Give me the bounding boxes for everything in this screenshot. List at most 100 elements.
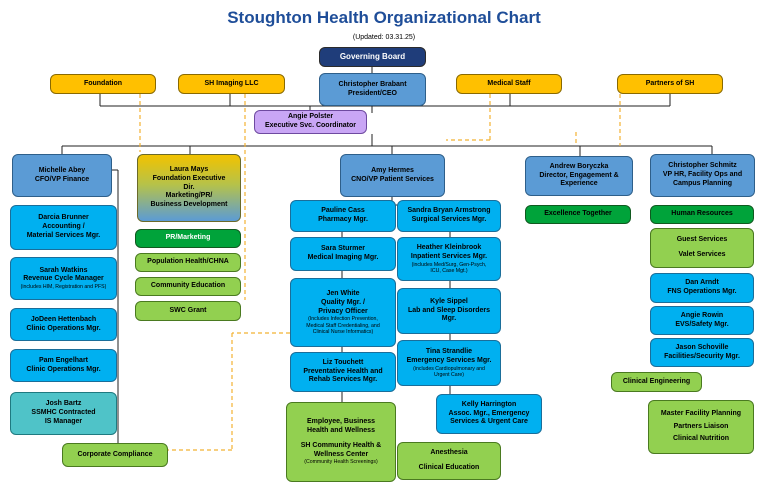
jason-title: Facilities/Security Mgr.: [664, 352, 740, 360]
jen-box: Jen White Quality Mgr. / Privacy Officer…: [290, 278, 396, 347]
corporate-compliance-box: Corporate Compliance: [62, 443, 168, 467]
pauline-box: Pauline Cass Pharmacy Mgr.: [290, 200, 396, 232]
clinical-education-label: Clinical Education: [418, 464, 480, 471]
exec-coordinator-box: Angie Polster Executive Svc. Coordinator: [254, 110, 367, 134]
heather-box: Heather Kleinbrook Inpatient Services Mg…: [397, 237, 501, 281]
kyle-box: Kyle Sippel Lab and Sleep Disorders Mgr.: [397, 288, 501, 334]
sara-title: Medical Imaging Mgr.: [307, 254, 379, 261]
sarah-title: Revenue Cycle Manager: [23, 275, 104, 283]
andrew-title-2: Experience: [560, 180, 598, 188]
wellness-box: Employee, Business Health and Wellness S…: [286, 402, 396, 482]
darcia-title-1: Accounting /: [42, 223, 85, 231]
darcia-name: Darcia Brunner: [38, 214, 89, 222]
kelly-name: Kelly Harrington: [461, 400, 517, 408]
jen-note-3: Clinical Nurse Informatics): [312, 328, 374, 335]
kelly-title-2: Services & Urgent Care: [450, 418, 528, 426]
angie-rowin-box: Angie Rowin EVS/Safety Mgr.: [650, 306, 754, 335]
laura-mays-box: Laura Mays Foundation Executive Dir. Mar…: [137, 154, 241, 222]
exec-coordinator-name: Angie Polster: [287, 113, 334, 121]
kelly-title-1: Assoc. Mgr., Emergency: [448, 409, 530, 417]
swc-grant-label: SWC Grant: [169, 306, 207, 314]
sara-box: Sara Sturmer Medical Imaging Mgr.: [290, 237, 396, 271]
cfo-box: Michelle Abey CFO/VP Finance: [12, 154, 112, 197]
excellence-together-label: Excellence Together: [544, 210, 612, 218]
population-health-label: Population Health/CHNA: [147, 258, 229, 266]
cfo-name: Michelle Abey: [38, 166, 86, 174]
tina-box: Tina Strandlie Emergency Services Mgr. (…: [397, 340, 501, 386]
jason-name: Jason Schoville: [675, 343, 729, 351]
sarah-note: (includes HIM, Registration and PFS): [20, 284, 107, 291]
jen-title-2: Privacy Officer: [318, 307, 368, 315]
partners-box: Partners of SH: [617, 74, 723, 94]
heather-note-2: ICU, Case Mgt.): [430, 267, 468, 274]
angie-rowin-name: Angie Rowin: [680, 311, 724, 319]
excellence-together-box: Excellence Together: [525, 205, 631, 224]
sara-name: Sara Sturmer: [321, 245, 365, 253]
medical-staff-box: Medical Staff: [456, 74, 562, 94]
josh-title-2: IS Manager: [44, 417, 83, 425]
wellness-line-2: Health and Wellness: [307, 427, 375, 435]
jason-box: Jason Schoville Facilities/Security Mgr.: [650, 338, 754, 367]
jodeen-title: Clinic Operations Mgr.: [26, 324, 101, 332]
josh-box: Josh Bartz SSMHC Contracted IS Manager: [10, 392, 117, 435]
sarah-box: Sarah Watkins Revenue Cycle Manager (inc…: [10, 257, 117, 300]
andrew-title-1: Director, Engagement &: [539, 171, 619, 179]
human-resources-label: Human Resources: [671, 210, 733, 218]
tina-name: Tina Strandlie: [425, 348, 473, 356]
dan-box: Dan Arndt FNS Operations Mgr.: [650, 273, 754, 303]
josh-title-1: SSMHC Contracted: [31, 409, 96, 417]
master-facility-label: Master Facility Planning: [660, 409, 742, 417]
wellness-line-4: Wellness Center: [313, 450, 369, 458]
schmitz-name: Christopher Schmitz: [668, 162, 737, 170]
clinical-nutrition-label: Clinical Nutrition: [673, 435, 729, 443]
tina-note-1: (includes Cardiopulmonary and: [413, 365, 485, 372]
page-title: Stoughton Health Organizational Chart: [227, 8, 541, 27]
sh-imaging-box: SH Imaging LLC: [178, 74, 285, 94]
pam-name: Pam Engelhart: [38, 356, 88, 364]
guest-services-label: Guest Services: [676, 236, 728, 244]
medical-staff-label: Medical Staff: [487, 79, 531, 87]
cno-name: Amy Hermes: [371, 166, 414, 174]
dan-title: FNS Operations Mgr.: [667, 288, 737, 295]
master-facility-box: Master Facility Planning Partners Liaiso…: [648, 400, 754, 454]
heather-name: Heather Kleinbrook: [416, 244, 482, 252]
ceo-title: President/CEO: [347, 89, 397, 97]
kyle-title-2: Mgr.: [441, 315, 457, 323]
pam-box: Pam Engelhart Clinic Operations Mgr.: [10, 349, 117, 382]
wellness-note: (Community Health Screenings): [304, 459, 378, 466]
laura-title-2: Dir.: [183, 183, 195, 191]
pauline-name: Pauline Cass: [321, 207, 365, 215]
jen-note-2: Medical Staff Credentialing, and: [306, 322, 380, 329]
cfo-title: CFO/VP Finance: [34, 175, 90, 183]
cno-box: Amy Hermes CNO/VP Patient Services: [340, 154, 445, 197]
pr-marketing-box: PR/Marketing: [135, 229, 241, 248]
updated-date: (Updated: 03.31.25): [352, 34, 416, 41]
community-education-label: Community Education: [150, 282, 226, 290]
josh-name: Josh Bartz: [45, 400, 82, 408]
wellness-line-1: Employee, Business: [306, 418, 376, 426]
wellness-line-3: SH Community Health &: [300, 441, 382, 449]
community-education-box: Community Education: [135, 277, 241, 296]
sarah-name: Sarah Watkins: [39, 266, 88, 274]
liz-box: Liz Touchett Preventative Health and Reh…: [290, 352, 396, 392]
laura-title-4: Business Development: [150, 201, 228, 209]
jen-name: Jen White: [326, 290, 360, 298]
clinical-engineering-label: Clinical Engineering: [622, 377, 691, 385]
pr-marketing-label: PR/Marketing: [165, 234, 211, 242]
valet-services-label: Valet Services: [678, 251, 726, 258]
laura-name: Laura Mays: [169, 166, 209, 174]
ceo-name: Christopher Brabant: [338, 80, 407, 88]
darcia-title-2: Material Services Mgr.: [26, 231, 101, 239]
liz-title-2: Rehab Services Mgr.: [308, 376, 378, 384]
kyle-title-1: Lab and Sleep Disorders: [407, 306, 491, 314]
darcia-box: Darcia Brunner Accounting / Material Ser…: [10, 205, 117, 250]
partners-label: Partners of SH: [645, 79, 695, 87]
partners-liaison-label: Partners Liaison: [673, 422, 729, 430]
andrew-box: Andrew Boryczka Director, Engagement & E…: [525, 156, 633, 196]
sandra-name: Sandra Bryan Armstrong: [407, 207, 491, 215]
corporate-compliance-label: Corporate Compliance: [77, 450, 153, 458]
jen-note-1: (Includes Infection Prevention,: [308, 316, 378, 323]
pauline-title: Pharmacy Mgr.: [318, 216, 368, 223]
governing-board-box: Governing Board: [319, 47, 426, 67]
tina-note-2: Urgent Care): [434, 371, 464, 378]
